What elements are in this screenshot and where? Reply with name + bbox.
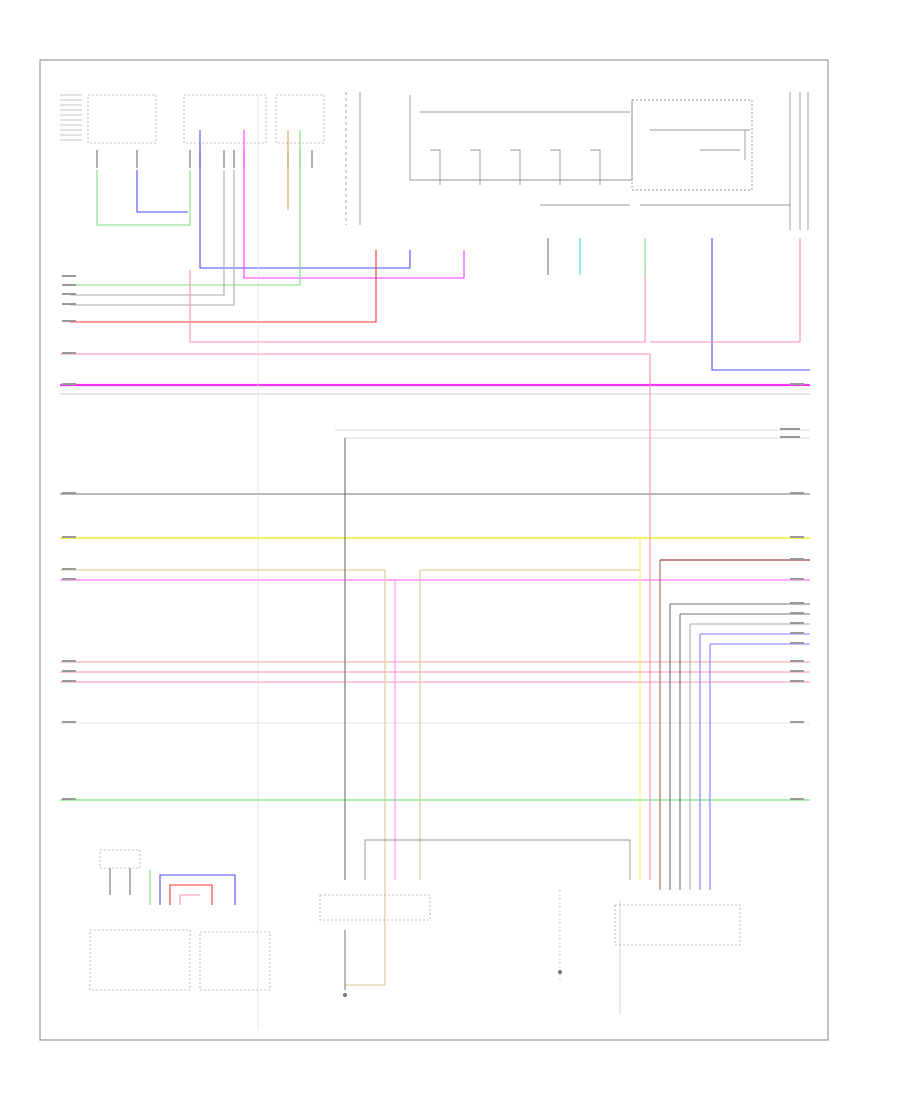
middle-verticals [257,95,711,1030]
top-right-module [345,92,809,230]
bottom-left-module [89,849,271,991]
top-right-drops [547,238,810,371]
bottom-sensor [558,890,562,980]
diagram-frame [39,59,829,1041]
horizontal-bus [60,353,810,801]
bottom-right-module [614,900,741,1015]
bottom-middle-module [319,894,431,997]
top-left-connectors [60,94,325,144]
connector-label-stubs [62,275,804,800]
connector-glyph-pins [96,150,313,168]
top-left-wires [70,130,646,343]
